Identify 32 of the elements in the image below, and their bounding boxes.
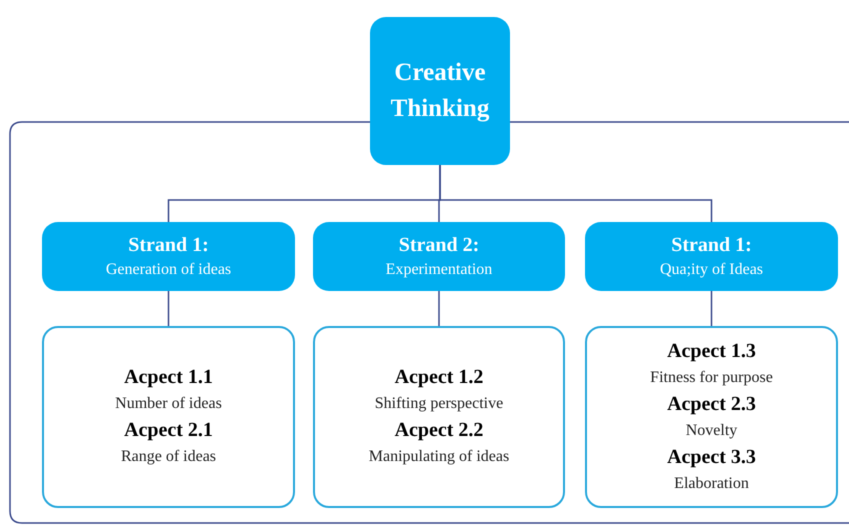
aspect-name: Shifting perspective	[374, 394, 504, 414]
title-box	[370, 17, 510, 165]
connector-line	[439, 165, 712, 222]
aspect-box	[585, 326, 838, 508]
aspect-heading: Acpect 2.3	[667, 392, 756, 416]
aspect-heading: Acpect 2.1	[124, 418, 213, 443]
strand-name: Experimentation	[386, 260, 492, 280]
aspect-name: Range of ideas	[120, 447, 216, 467]
aspect-name: Manipulating of ideas	[368, 447, 510, 467]
aspect-name: Number of ideas	[115, 394, 222, 414]
strand-name: Qua;ity of Ideas	[660, 260, 764, 280]
aspect-box	[313, 326, 565, 508]
aspect-heading: Acpect 3.3	[667, 444, 756, 470]
strand-box	[42, 222, 295, 291]
aspect-name: Novelty	[686, 420, 738, 440]
aspect-heading: Acpect 1.2	[394, 365, 484, 390]
strand-heading: Strand 1:	[128, 232, 209, 258]
aspect-heading: Acpect 1.3	[667, 338, 756, 364]
strand-heading: Strand 1:	[671, 232, 752, 258]
strand-box	[585, 222, 838, 291]
strand-name: Generation of ideas	[106, 260, 232, 280]
aspect-box	[42, 326, 295, 508]
strand-heading: Strand 2:	[398, 232, 480, 258]
connector-line	[438, 291, 440, 326]
aspect-name: Fitness for purpose	[650, 368, 773, 388]
strand-box	[313, 222, 565, 291]
aspect-heading: Acpect 2.2	[394, 418, 484, 443]
aspect-name: Elaboration	[674, 474, 749, 494]
title-text: Creative Thinking	[390, 58, 490, 124]
aspect-heading: Acpect 1.1	[124, 365, 213, 390]
connector-line	[168, 291, 170, 326]
connector-line	[710, 291, 712, 326]
